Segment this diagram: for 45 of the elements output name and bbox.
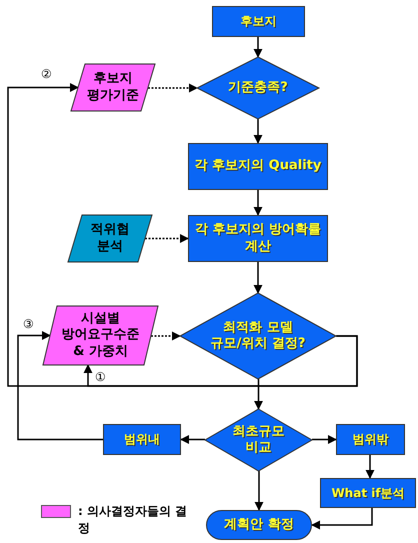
input-parallelogram <box>43 306 158 365</box>
node-label: 기준충족? <box>228 80 288 96</box>
node-label: 각 후보지의 방어확률 계산 <box>194 222 322 255</box>
arrow <box>254 379 263 410</box>
arrow <box>254 471 264 511</box>
legend-label: : 의사결정자들의 결정 <box>78 503 188 537</box>
arrow <box>254 119 262 144</box>
arrow <box>254 37 262 58</box>
arrow <box>17 331 103 440</box>
process-box <box>212 6 305 37</box>
arrow <box>84 335 358 387</box>
process-box <box>103 424 181 455</box>
process-box <box>320 478 416 508</box>
arrow <box>254 190 262 216</box>
edge-label: ① <box>94 371 107 383</box>
node-label: 시설별 방어요구수준 & 가중치 <box>60 311 140 360</box>
input-parallelogram <box>71 64 155 111</box>
decision-diamond <box>180 293 336 379</box>
arrow <box>312 435 337 444</box>
node-label: 계획안 확정 <box>224 516 294 534</box>
node-label: 최초규모 비교 <box>231 424 286 456</box>
process-box <box>188 215 328 262</box>
node-label: 범위밖 <box>352 432 388 447</box>
node-label: 범위내 <box>124 432 160 447</box>
arrow <box>180 435 205 444</box>
edge-label: ③ <box>22 318 35 330</box>
arrow <box>311 508 373 530</box>
arrow <box>145 234 189 243</box>
arrow <box>254 262 262 294</box>
arrow <box>151 332 181 340</box>
arrow <box>148 84 198 92</box>
node-label: 적위협 분석 <box>90 222 130 255</box>
terminal-box <box>206 510 312 540</box>
process-box <box>336 424 405 455</box>
process-box <box>188 143 328 190</box>
node-label: What if분석 <box>331 486 405 500</box>
edge-label: ② <box>40 68 53 80</box>
input-parallelogram <box>68 215 152 262</box>
arrow <box>366 455 374 479</box>
node-label: 후보지 평가기준 <box>86 71 140 104</box>
decision-diamond <box>197 57 319 119</box>
node-label: 최적화 모델 규모/위치 결정? <box>210 320 306 352</box>
node-label: 각 후보지의 Quality <box>194 158 322 175</box>
decision-diamond <box>205 409 312 471</box>
node-label: 후보지 <box>240 14 276 29</box>
